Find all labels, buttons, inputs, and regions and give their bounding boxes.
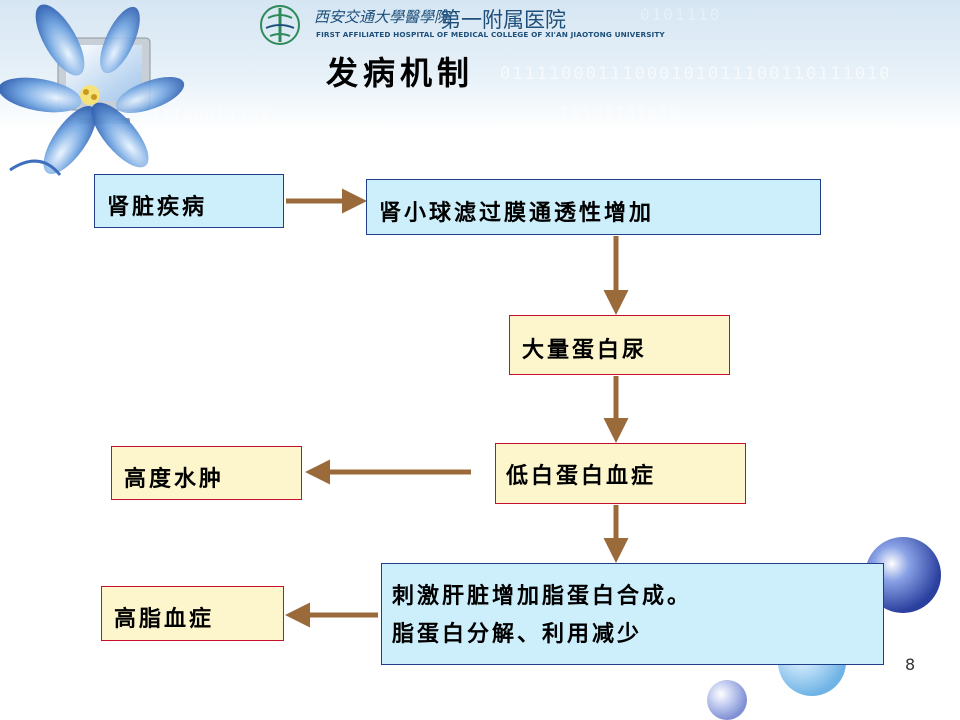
hospital-name-english: FIRST AFFILIATED HOSPITAL OF MEDICAL COL… — [316, 30, 665, 39]
synthesis-line-1: 刺激肝脏增加脂蛋白合成。 — [392, 584, 693, 609]
node-hyperlipidemia: 高脂血症 — [101, 586, 284, 641]
binary-decoration: 11100011100 — [150, 106, 272, 124]
synthesis-line-2: 脂蛋白分解、利用减少 — [392, 622, 643, 647]
hospital-logo-icon — [260, 5, 300, 45]
node-severe-edema: 高度水肿 — [111, 446, 302, 500]
node-lipoprotein-synthesis: 刺激肝脏增加脂蛋白合成。 脂蛋白分解、利用减少 — [381, 563, 884, 665]
node-massive-proteinuria: 大量蛋白尿 — [509, 315, 730, 375]
node-hypoalbuminemia: 低白蛋白血症 — [495, 443, 746, 504]
hospital-name: 第一附属医院 — [440, 8, 566, 32]
binary-decoration: 11100101010 — [560, 104, 682, 122]
page-number: 8 — [905, 655, 916, 674]
blue-lily-flower-icon — [0, 4, 185, 176]
slide-title: 发病机制 — [326, 54, 475, 92]
binary-decoration: 0101110 — [640, 5, 722, 24]
node-glomerular-permeability: 肾小球滤过膜通透性增加 — [366, 179, 821, 235]
binary-decoration: 01111000111000101011100110111010 — [500, 64, 892, 84]
node-kidney-disease: 肾脏疾病 — [94, 174, 284, 228]
university-name: 西安交通大學醫學院 — [314, 8, 450, 26]
header-banner: 01111000111000101011100110111010 1110001… — [0, 0, 960, 130]
